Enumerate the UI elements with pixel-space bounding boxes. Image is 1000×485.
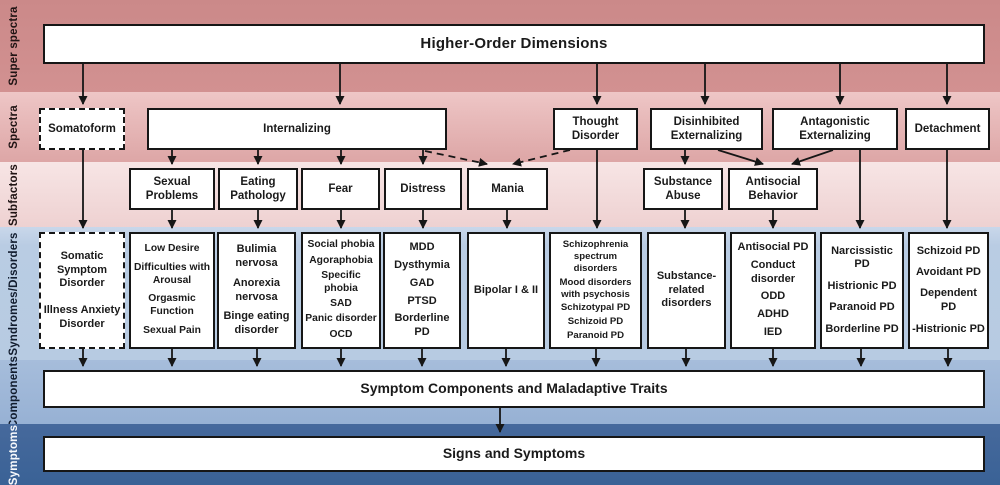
box-line: Borderline PD (825, 322, 899, 335)
box-line: Low Desire (144, 242, 200, 254)
box-line: MDD (409, 241, 435, 254)
box-line: Paranoid PD (566, 330, 625, 342)
box-line: Binge eating disorder (223, 310, 290, 337)
box-substance-abuse: Substance Abuse (643, 168, 723, 210)
box-line: ADHD (757, 308, 789, 321)
box-line: PTSD (407, 294, 437, 307)
box-signs-and-symptoms: Signs and Symptoms (43, 436, 985, 472)
box-line: Borderline PD (394, 312, 450, 339)
box-line: ODD (760, 290, 786, 303)
box-mania: Mania (467, 168, 548, 210)
box-line: Illness Anxiety Disorder (43, 303, 121, 330)
box-line: Avoidant PD (916, 266, 981, 279)
band-label-spectra: Spectra (8, 105, 20, 149)
box-symptom-components: Symptom Components and Maladaptive Trait… (43, 370, 985, 408)
box-line: Difficulties with Arousal (133, 261, 211, 286)
box-line: Bulimia nervosa (235, 243, 278, 269)
box-line: Schizophrenia spectrum disorders (562, 238, 629, 274)
box-disinhibited-externalizing: Disinhibited Externalizing (650, 108, 763, 150)
band-label-subfactors: Subfactors (8, 163, 20, 226)
band-label-syndromes-disorders: Syndromes/Disorders (8, 231, 20, 356)
box-line: Substance-related disorders (656, 269, 717, 310)
box-sexual-problems: Sexual Problems (129, 168, 215, 210)
box-line: OCD (329, 328, 353, 340)
box-line: IED (763, 326, 783, 339)
box-substance-syndromes: Substance-related disorders (647, 232, 726, 349)
box-eating-pathology: Eating Pathology (218, 168, 298, 210)
box-line: Social phobia (307, 239, 375, 251)
box-line: Bipolar I & II (473, 283, 539, 296)
box-line: GAD (409, 276, 435, 289)
box-internalizing: Internalizing (147, 108, 447, 150)
box-line: Somatic Symptom Disorder (56, 249, 108, 290)
box-line: Agoraphobia (309, 254, 373, 266)
box-somatoform: Somatoform (39, 108, 125, 150)
box-line: Panic disorder (305, 313, 377, 325)
box-line: Conduct disorder (750, 258, 796, 285)
box-antisocial-behavior: Antisocial Behavior (728, 168, 818, 210)
box-line: Schizoid PD (567, 316, 624, 328)
box-line: Narcissistic PD (831, 244, 893, 271)
band-label-components: Components (8, 355, 20, 429)
box-line: SAD (330, 298, 352, 310)
box-higher-order-dimensions: Higher-Order Dimensions (43, 24, 985, 64)
band-label-super-spectra: Super spectra (8, 6, 20, 86)
box-line: Dysthymia (394, 258, 450, 271)
band-label-symptoms: Symptoms (8, 424, 20, 485)
box-fear: Fear (301, 168, 380, 210)
box-line: Schizotypal PD (560, 302, 631, 314)
box-mania-syndromes: Bipolar I & II (467, 232, 545, 349)
box-antagonistic-syndromes: Narcissistic PD Histrionic PD Paranoid PD B… (820, 232, 904, 349)
box-line: Orgasmic Function (148, 293, 196, 318)
box-line: Histrionic PD (827, 279, 897, 292)
box-antagonistic-externalizing: Antagonistic Externalizing (772, 108, 898, 150)
box-detachment: Detachment (905, 108, 990, 150)
box-line: Schizoid PD (916, 244, 981, 257)
box-line: Anorexia nervosa (232, 276, 281, 303)
box-line: Antisocial PD (737, 241, 809, 254)
box-line: Specific phobia (321, 269, 361, 294)
box-distress: Distress (384, 168, 462, 210)
box-line: Paranoid PD (829, 301, 895, 314)
box-thought-disorder: Thought Disorder (553, 108, 638, 150)
box-detachment-syndromes: Schizoid PD Avoidant PD Dependent PD -Histr… (908, 232, 989, 349)
box-line: Mood disorders with psychosis (559, 276, 632, 300)
box-line: Dependent PD (920, 287, 977, 314)
box-line: -Histrionic PD (912, 322, 985, 335)
box-line: Sexual Pain (143, 325, 201, 337)
